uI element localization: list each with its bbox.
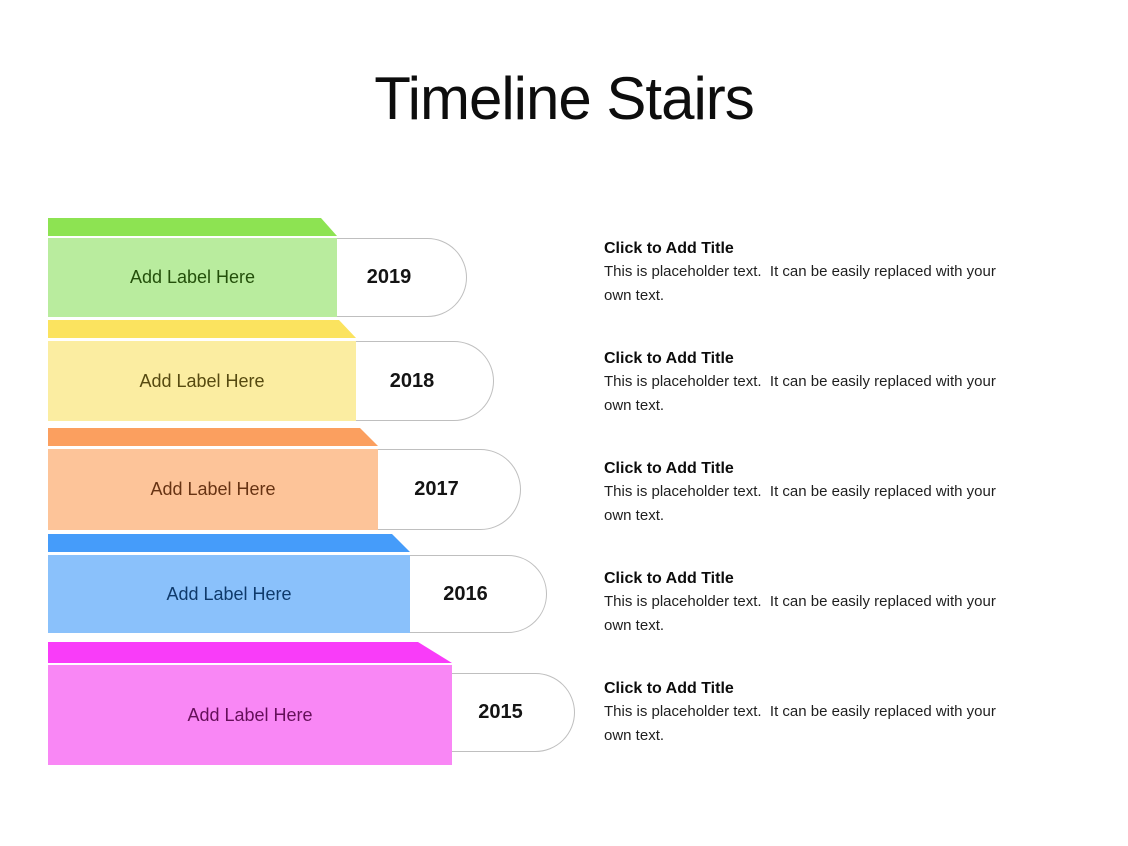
year-label: 2019: [366, 266, 412, 288]
timeline-stairs-graphic: 2019 Add Label Here 2018 Add Label Here …: [48, 218, 608, 778]
description-text: own text.: [604, 727, 665, 744]
slide-title[interactable]: Timeline Stairs: [374, 65, 755, 132]
step-top-face: [48, 320, 356, 338]
step-body[interactable]: Add Label Here: [48, 341, 356, 421]
step-label: Add Label Here: [150, 479, 276, 499]
step-body[interactable]: Add Label Here: [48, 665, 452, 765]
description-title: Click to Add Title: [604, 570, 734, 587]
step-label: Add Label Here: [139, 370, 265, 391]
description-text: own text.: [604, 287, 665, 304]
step-top-face: [48, 218, 337, 236]
description-text: own text.: [604, 397, 665, 414]
year-label: 2015: [478, 701, 523, 723]
timeline-step: 2019 Add Label Here: [48, 218, 518, 318]
timeline-step: 2018 Add Label Here: [48, 320, 548, 422]
description-text: This is placeholder text. It can be easi…: [604, 483, 996, 500]
step-label: Add Label Here: [166, 583, 292, 604]
description-text: This is placeholder text. It can be easi…: [604, 593, 996, 610]
description-text: This is placeholder text. It can be easi…: [604, 263, 996, 280]
timeline-step: 2016 Add Label Here: [48, 534, 598, 634]
description-block[interactable]: Click to Add Title This is placeholder t…: [604, 457, 1074, 528]
description-block[interactable]: Click to Add Title This is placeholder t…: [604, 677, 1074, 748]
description-title: Click to Add Title: [604, 680, 734, 697]
step-body[interactable]: Add Label Here: [48, 238, 337, 317]
timeline-step: 2017 Add Label Here: [48, 428, 578, 531]
step-body[interactable]: Add Label Here: [48, 555, 410, 633]
description-text: This is placeholder text. It can be easi…: [604, 703, 996, 720]
description-block[interactable]: Click to Add Title This is placeholder t…: [604, 237, 1074, 308]
description-block[interactable]: Click to Add Title This is placeholder t…: [604, 347, 1074, 418]
year-label: 2018: [389, 369, 435, 392]
step-top-face: [48, 428, 378, 446]
description-text: This is placeholder text. It can be easi…: [604, 373, 996, 390]
description-block[interactable]: Click to Add Title This is placeholder t…: [604, 567, 1074, 638]
year-label: 2016: [443, 582, 488, 605]
step-top-face: [48, 534, 410, 552]
step-label: Add Label Here: [187, 704, 313, 725]
year-label: 2017: [414, 478, 459, 500]
description-title: Click to Add Title: [604, 350, 734, 367]
description-text: own text.: [604, 617, 665, 634]
step-body[interactable]: Add Label Here: [48, 449, 378, 530]
description-text: own text.: [604, 507, 665, 524]
description-title: Click to Add Title: [604, 240, 734, 257]
description-title: Click to Add Title: [604, 460, 734, 477]
step-label: Add Label Here: [129, 267, 256, 287]
description-column: Click to Add Title This is placeholder t…: [604, 237, 1074, 787]
step-top-face: [48, 642, 452, 663]
timeline-step: 2015 Add Label Here: [48, 642, 608, 766]
